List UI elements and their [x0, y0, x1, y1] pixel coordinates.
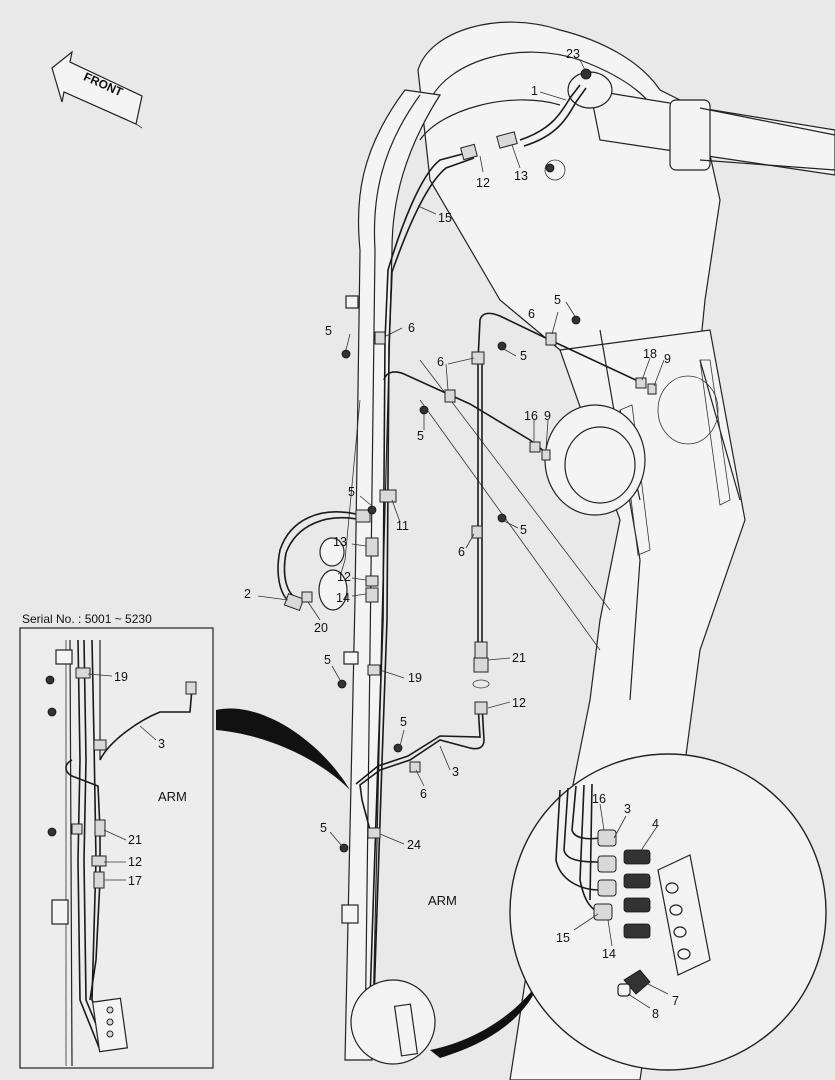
callout-1: 1	[531, 84, 538, 98]
callout-23: 23	[566, 47, 580, 61]
inset-callout-17: 17	[128, 874, 142, 888]
callout-19: 19	[408, 671, 422, 685]
inset-frame	[19, 627, 214, 1069]
inset-callout-12: 12	[128, 855, 142, 869]
callout-9: 9	[664, 352, 671, 366]
callout-leaders	[257, 59, 665, 847]
callout-5: 5	[520, 523, 527, 537]
callout-5: 5	[520, 349, 527, 363]
inset-pointer	[216, 708, 350, 790]
serial-inset: Serial No. : 5001 ~ 5230 1	[19, 612, 214, 1069]
callout-6: 6	[408, 321, 415, 335]
callout-24: 24	[407, 838, 421, 852]
callout-5: 5	[320, 821, 327, 835]
callout-3: 3	[452, 765, 459, 779]
detail-fittings	[593, 829, 651, 939]
detail-callout-8: 8	[652, 1007, 659, 1021]
callout-12: 12	[476, 176, 490, 190]
callout-5: 5	[417, 429, 424, 443]
main-callouts: 23 1 12 13 15 5 6 5 6 5 18 9 6 5 16 9 5 …	[244, 47, 671, 908]
callout-18: 18	[643, 347, 657, 361]
callout-5: 5	[554, 293, 561, 307]
detail-callout-14: 14	[602, 947, 616, 961]
arm-label-inset: ARM	[158, 789, 187, 804]
callout-16: 16	[524, 409, 538, 423]
callout-12: 12	[512, 696, 526, 710]
callout-13: 13	[514, 169, 528, 183]
callout-6: 6	[420, 787, 427, 801]
callout-2: 2	[244, 587, 251, 601]
inset-callout-19: 19	[114, 670, 128, 684]
callout-9: 9	[544, 409, 551, 423]
detail-callout-4: 4	[652, 817, 659, 831]
serial-label: Serial No. : 5001 ~ 5230	[22, 612, 152, 626]
detail-circle: 16 3 4 15 14 7 8	[509, 753, 827, 1071]
callout-6: 6	[437, 355, 444, 369]
callout-13: 13	[333, 535, 347, 549]
callout-5: 5	[324, 653, 331, 667]
detail-callout-15: 15	[556, 931, 570, 945]
callout-5: 5	[400, 715, 407, 729]
main-hose-routing	[277, 68, 657, 1065]
detail-callout-3: 3	[624, 802, 631, 816]
detail-callout-16: 16	[592, 792, 606, 806]
callout-11: 11	[396, 519, 409, 533]
front-direction-arrow: FRONT	[51, 50, 143, 129]
inset-callout-21: 21	[128, 833, 142, 847]
callout-14: 14	[336, 591, 350, 605]
callout-5: 5	[325, 324, 332, 338]
detail-pointer	[430, 980, 540, 1058]
callout-5: 5	[348, 485, 355, 499]
callout-12: 12	[337, 570, 351, 584]
callout-6: 6	[458, 545, 465, 559]
callout-20: 20	[314, 621, 328, 635]
arm-label-main: ARM	[428, 893, 457, 908]
inset-callout-3: 3	[158, 737, 165, 751]
callout-15: 15	[438, 211, 452, 225]
callout-21: 21	[512, 651, 526, 665]
detail-callout-7: 7	[672, 994, 679, 1008]
callout-6: 6	[528, 307, 535, 321]
